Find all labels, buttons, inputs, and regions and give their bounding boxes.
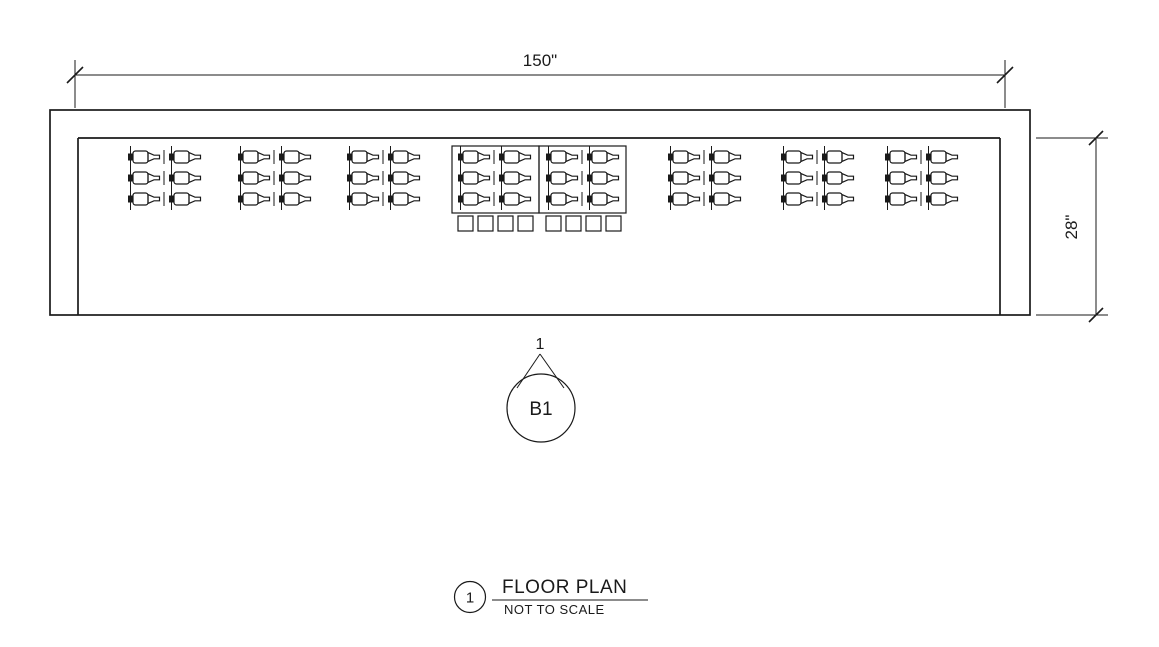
detail-number-circle: [453, 580, 487, 614]
depth-dimension-label: 28": [1062, 215, 1081, 240]
dimension-tick-right: [996, 66, 1014, 84]
dimension-tick-top: [1088, 130, 1104, 146]
dimension-tick-bottom: [1088, 307, 1104, 323]
wine-racks: [128, 145, 958, 232]
wine-rack-group-7: [781, 146, 854, 210]
callout-balloon: 1 B1: [506, 336, 576, 443]
center-cabinet-right: [538, 145, 627, 232]
outer-wall: [49, 109, 1031, 316]
top-dimension: 150": [66, 51, 1014, 108]
leader-line-left: [516, 353, 541, 389]
callout-tag-label: B1: [529, 399, 552, 420]
callout-circle: [506, 373, 576, 443]
wine-rack-group-6: [668, 146, 741, 210]
callout-leader-number: 1: [536, 336, 545, 353]
center-cabinet-left: [451, 145, 540, 232]
detail-number-label: 1: [466, 590, 474, 607]
wall-outline: [49, 109, 1031, 316]
wine-rack-group-3: [347, 146, 420, 210]
width-dimension-label: 150": [523, 51, 557, 70]
wine-rack-group-8: [885, 146, 958, 210]
right-dimension: 28": [1036, 130, 1108, 323]
wine-rack-group-2: [238, 146, 311, 210]
title-block: 1 FLOOR PLAN NOT TO SCALE: [453, 577, 648, 617]
dimension-tick-left: [66, 66, 84, 84]
drawing-title: FLOOR PLAN: [502, 577, 627, 598]
wine-rack-group-1: [128, 146, 201, 210]
leader-line-right: [539, 353, 565, 389]
drawing-scale-note: NOT TO SCALE: [504, 602, 605, 617]
